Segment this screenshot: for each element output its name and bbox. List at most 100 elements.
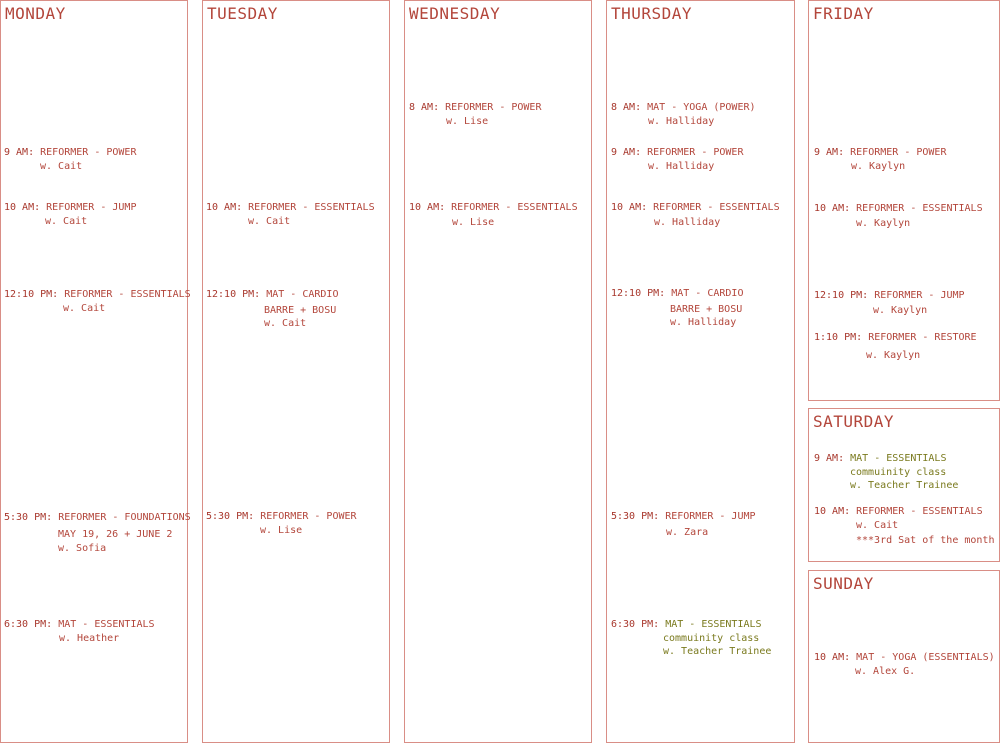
class-title: REFORMER - POWER [647,147,744,158]
class-note: BARRE + BOSU [264,304,337,316]
class-title: MAT - YOGA (POWER) [647,102,756,113]
class-time: 8 AM: [611,102,642,113]
class-instructor: w. Cait [63,302,106,314]
class-instructor: w. Lise [260,524,303,536]
class-entry: 9 AM: REFORMER - POWER w. Cait [4,146,136,173]
class-instructor: w. Halliday [648,160,715,172]
class-note: ***3rd Sat of the month [856,535,995,546]
day-title-wednesday: WEDNESDAY [409,4,501,23]
class-entry: 1:10 PM: REFORMER - RESTORE w. Kaylyn [814,331,977,362]
day-panel-wednesday: WEDNESDAY 8 AM: REFORMER - POWER w. Lise… [404,0,592,743]
class-instructor: w. Lise [452,216,495,228]
class-title: MAT - CARDIO [671,288,744,299]
class-time: 10 AM: [206,202,243,213]
class-entry: 10 AM: MAT - YOGA (ESSENTIALS) w. Alex G… [814,651,995,678]
class-note: commuinity class [663,632,760,644]
class-time: 9 AM: [814,147,845,158]
class-entry: 10 AM: REFORMER - ESSENTIALS w. Halliday [611,201,780,229]
class-instructor: w. Cait [264,318,307,329]
class-title: REFORMER - POWER [850,147,947,158]
class-time: 9 AM: [814,453,845,464]
class-entry-community: 9 AM: MAT - ESSENTIALS commuinity class … [814,452,958,493]
class-title: REFORMER - ESSENTIALS [64,289,191,300]
class-time: 1:10 PM: [814,332,863,343]
day-panel-saturday: SATURDAY 9 AM: MAT - ESSENTIALS commuini… [808,408,1000,562]
class-entry: 10 AM: REFORMER - JUMP w. Cait [4,201,136,228]
day-panel-thursday: THURSDAY 8 AM: MAT - YOGA (POWER) w. Hal… [606,0,795,743]
day-title-sunday: SUNDAY [813,574,874,593]
class-instructor: w. Cait [40,160,83,172]
class-title: REFORMER - ESSENTIALS [856,506,983,517]
class-time: 8 AM: [409,102,440,113]
class-title: MAT - ESSENTIALS [850,453,947,464]
class-time: 5:30 PM: [206,511,255,522]
class-title: REFORMER - ESSENTIALS [248,202,375,213]
class-title: MAT - ESSENTIALS [665,619,762,630]
class-instructor: w. Sofia [58,543,107,554]
class-title: REFORMER - POWER [445,102,542,113]
class-instructor: w. Heather [59,632,120,644]
class-title: REFORMER - ESSENTIALS [653,202,780,213]
class-title: MAT - ESSENTIALS [58,619,155,630]
day-panel-friday: FRIDAY 9 AM: REFORMER - POWER w. Kaylyn … [808,0,1000,401]
class-entry: 5:30 PM: REFORMER - POWER w. Lise [206,510,357,537]
class-entry: 12:10 PM: MAT - CARDIO BARRE + BOSU w. C… [206,288,338,331]
class-time: 10 AM: [4,202,41,213]
class-time: 12:10 PM: [4,289,59,300]
class-title: MAT - YOGA (ESSENTIALS) [856,652,995,663]
class-title: REFORMER - POWER [40,147,137,158]
class-time: 10 AM: [409,202,446,213]
class-instructor: w. Cait [856,519,899,531]
class-instructor: w. Kaylyn [873,304,928,316]
class-title: REFORMER - POWER [260,511,357,522]
class-entry: 12:10 PM: REFORMER - ESSENTIALS w. Cait [4,288,191,315]
class-instructor: w. Cait [45,215,88,227]
class-title: REFORMER - RESTORE [868,332,977,343]
class-time: 6:30 PM: [611,619,660,630]
day-title-saturday: SATURDAY [813,412,895,431]
class-time: 10 AM: [611,202,648,213]
class-entry: 10 AM: REFORMER - ESSENTIALS w. Cait [206,201,375,228]
class-entry: 9 AM: REFORMER - POWER w. Halliday [611,146,743,173]
class-time: 10 AM: [814,652,851,663]
class-instructor: w. Kaylyn [866,349,921,361]
class-time: 12:10 PM: [611,288,666,299]
class-instructor: w. Kaylyn [851,160,906,172]
class-time: 5:30 PM: [4,512,53,523]
class-entry: 5:30 PM: REFORMER - JUMP w. Zara [611,510,756,539]
class-time: 12:10 PM: [814,290,869,301]
class-instructor: w. Lise [446,115,489,127]
class-title: MAT - CARDIO [266,289,339,300]
class-title: REFORMER - JUMP [665,511,756,522]
class-note: MAY 19, 26 + JUNE 2 [58,528,173,540]
class-entry: 6:30 PM: MAT - ESSENTIALS w. Heather [4,618,155,645]
class-entry: 8 AM: REFORMER - POWER w. Lise [409,101,541,128]
class-entry: 9 AM: REFORMER - POWER w. Kaylyn [814,146,946,173]
day-panel-monday: MONDAY 9 AM: REFORMER - POWER w. Cait 10… [0,0,191,743]
class-entry: 8 AM: MAT - YOGA (POWER) w. Halliday [611,101,756,128]
class-instructor: w. Teacher Trainee [850,480,959,491]
class-title: REFORMER - JUMP [874,290,965,301]
class-title: REFORMER - FOUNDATIONS [58,512,191,523]
class-time: 5:30 PM: [611,511,660,522]
class-instructor: w. Cait [248,215,291,227]
class-entry: 5:30 PM: REFORMER - FOUNDATIONS MAY 19, … [4,511,191,556]
day-title-monday: MONDAY [5,4,66,23]
class-time: 10 AM: [814,203,851,214]
class-time: 10 AM: [814,506,851,517]
class-instructor: w. Zara [666,526,709,538]
class-instructor: w. Alex G. [855,665,916,677]
class-note: commuinity class [850,466,947,478]
class-note: BARRE + BOSU [670,303,743,315]
class-instructor: w. Halliday [648,115,715,127]
day-title-thursday: THURSDAY [611,4,693,23]
class-instructor: w. Kaylyn [856,217,911,229]
class-time: 9 AM: [611,147,642,158]
class-instructor: w. Teacher Trainee [663,646,772,657]
class-time: 6:30 PM: [4,619,53,630]
class-time: 12:10 PM: [206,289,261,300]
class-title: REFORMER - ESSENTIALS [856,203,983,214]
class-entry: 12:10 PM: MAT - CARDIO BARRE + BOSU w. H… [611,287,743,330]
day-panel-sunday: SUNDAY 10 AM: MAT - YOGA (ESSENTIALS) w.… [808,570,1000,743]
class-title: REFORMER - ESSENTIALS [451,202,578,213]
